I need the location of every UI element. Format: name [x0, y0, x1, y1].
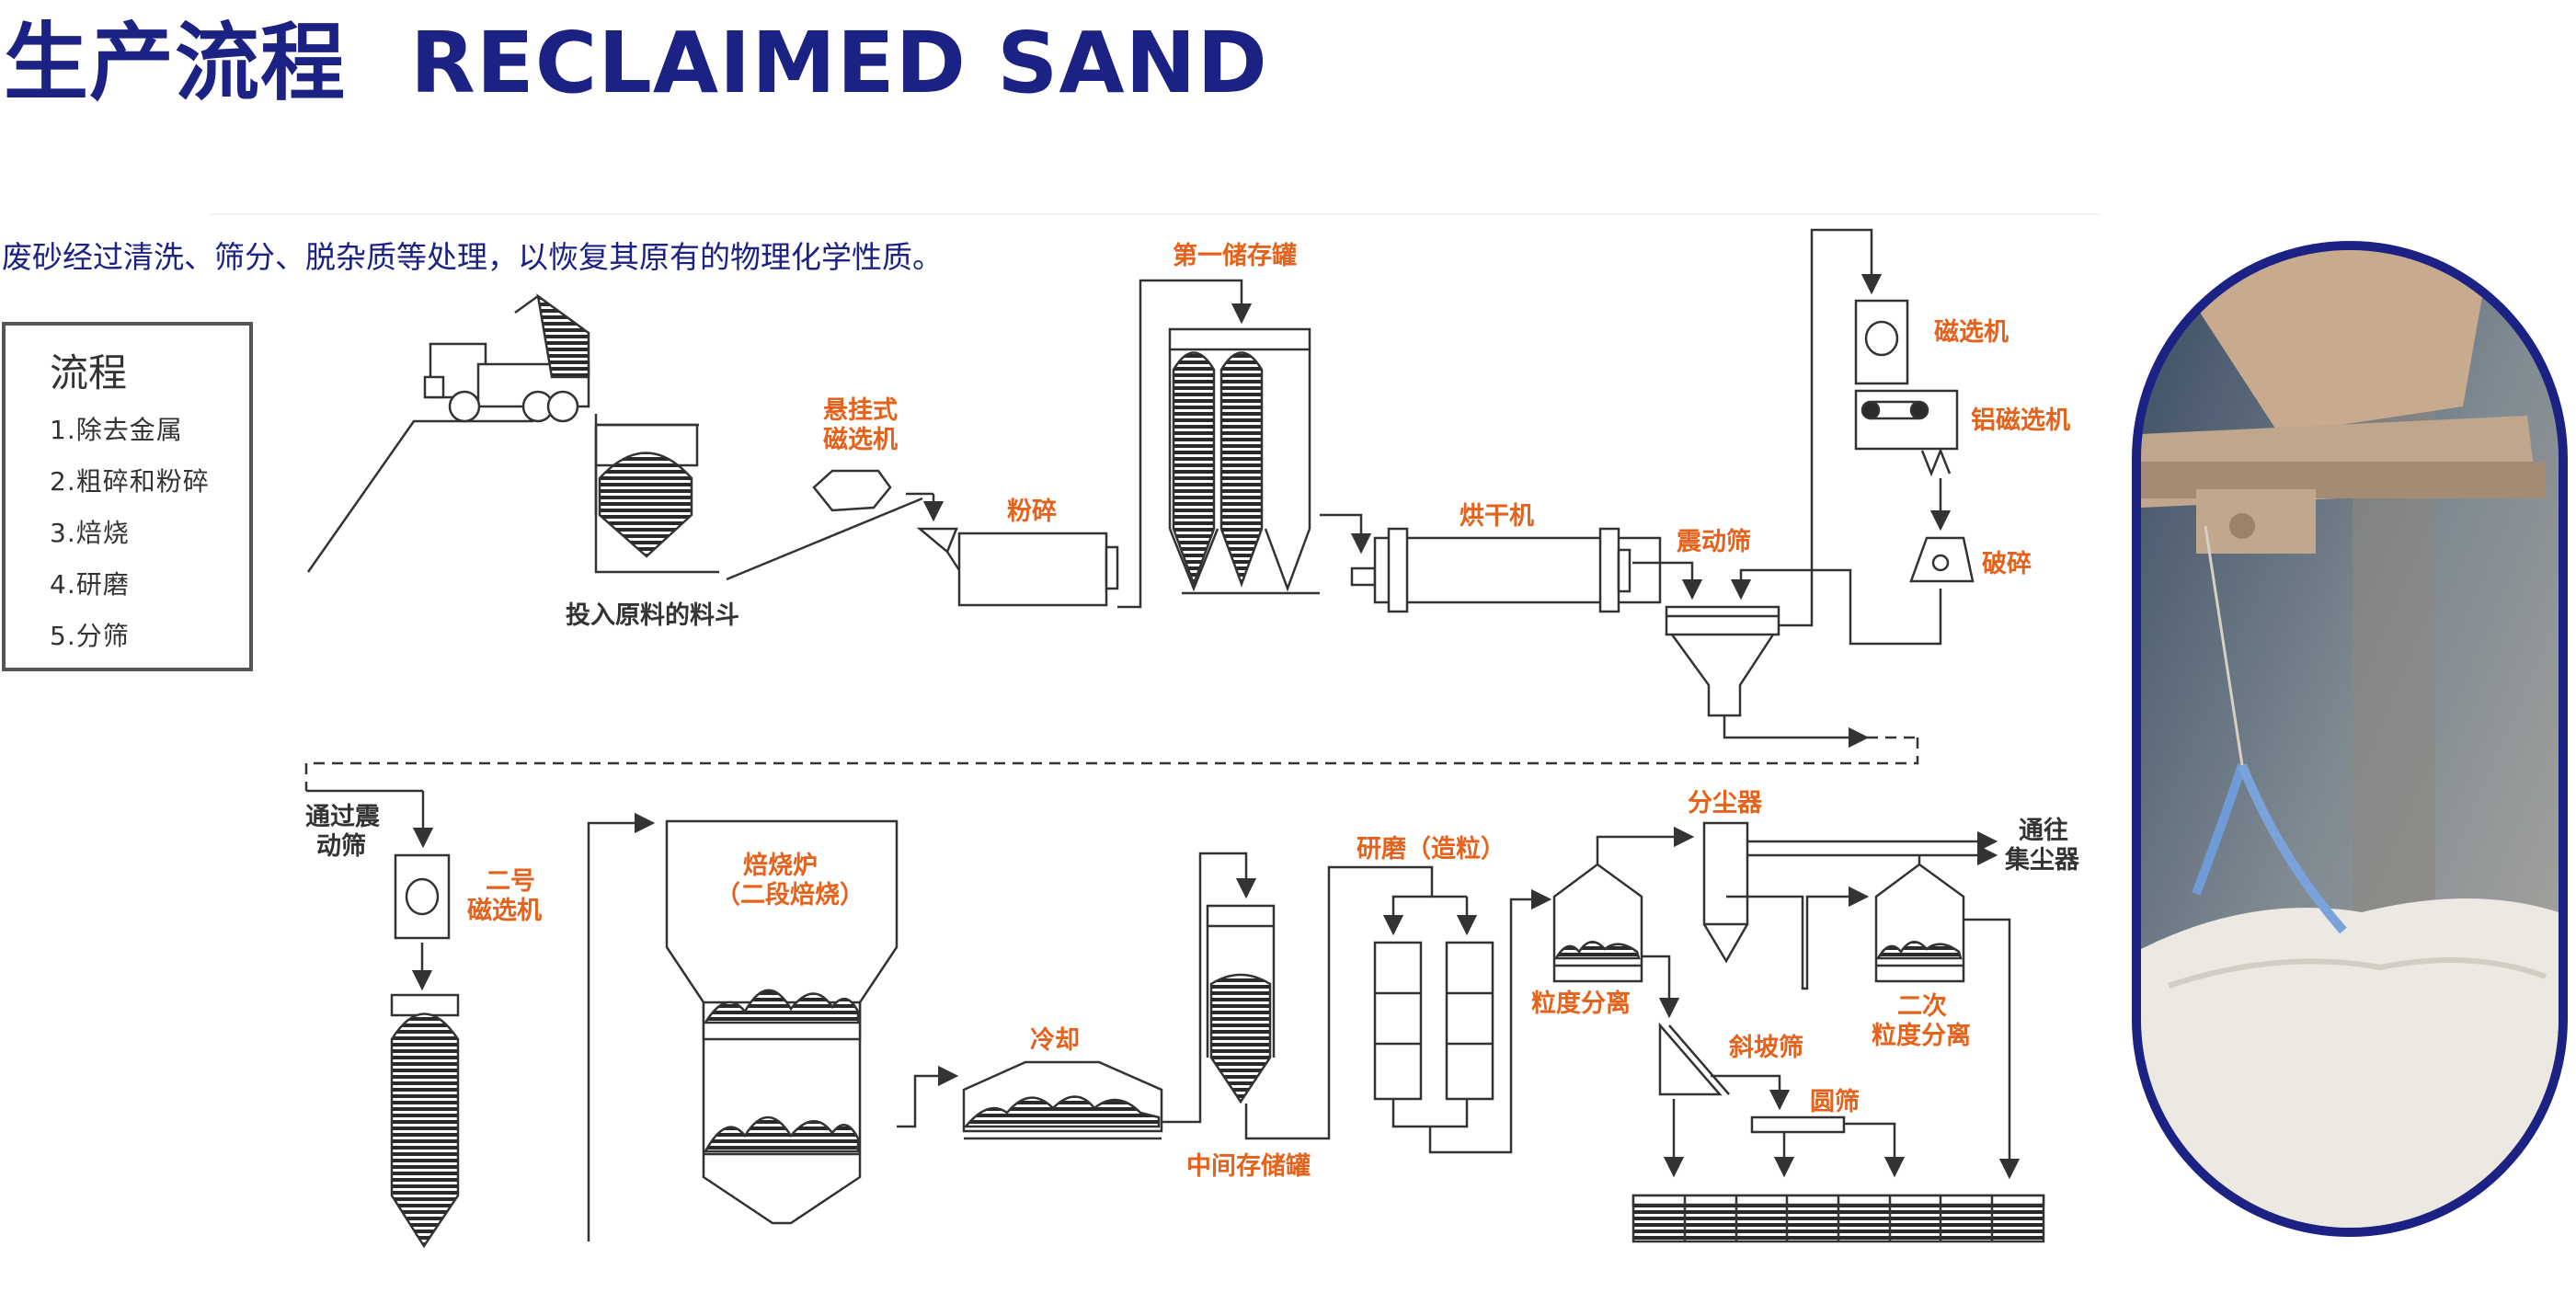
label-breaker: 破碎	[1982, 550, 2032, 578]
magnet-2-icon	[394, 853, 451, 940]
mid-storage-tank-icon	[1206, 904, 1276, 1104]
round-screen-icon	[1750, 1115, 1846, 1134]
conveyor-slope	[726, 497, 923, 581]
label-dust-separator: 分尘器	[1688, 789, 1763, 818]
crusher-icon	[916, 527, 1119, 607]
slope-screen-icon	[1658, 1022, 1723, 1096]
process-step-3: 3.焙烧	[50, 518, 130, 548]
label-aluminum-magnet: 铝磁选机	[1971, 406, 2070, 435]
label-tank1: 第一储存罐	[1173, 241, 1297, 270]
label-grain-separator-2-1: 二次	[1897, 992, 1947, 1021]
hanging-magnet-icon	[812, 469, 892, 512]
storage-tank-1-icon	[1168, 327, 1320, 595]
factory-photo	[2132, 241, 2568, 1237]
label-magnet2-2: 磁选机	[467, 897, 542, 925]
dryer-icon	[1350, 527, 1662, 613]
process-title: 流程	[50, 350, 128, 395]
label-via-screen-2: 动筛	[316, 831, 366, 861]
feed-hopper-icon	[594, 414, 719, 574]
product-bins-icon	[1631, 1194, 2045, 1243]
label-to-collector-1: 通往	[2019, 816, 2068, 845]
aluminum-magnet-icon	[1854, 389, 1959, 477]
intro-text: 废砂经过清洗、筛分、脱杂质等处理，以恢复其原有的物理化学性质。	[2, 239, 943, 275]
title-en: RECLAIMED SAND	[410, 14, 1268, 112]
magnet-icon	[1854, 299, 1909, 385]
label-round-screen: 圆筛	[1810, 1087, 1860, 1116]
label-hanging-magnet-2: 磁选机	[823, 426, 898, 454]
page-title: 生产流程 RECLAIMED SAND	[4, 0, 1268, 117]
process-step-2: 2.粗碎和粉碎	[50, 466, 210, 497]
label-crusher: 粉碎	[1007, 498, 1057, 526]
grain-separator-icon	[1552, 863, 1643, 983]
label-to-collector-2: 集尘器	[2004, 845, 2080, 875]
vibrating-screen-icon	[1665, 605, 1780, 717]
grinder-icon	[1373, 941, 1494, 1101]
label-grain-separator-2-2: 粒度分离	[1872, 1021, 1971, 1050]
label-vibrating-screen: 震动筛	[1677, 527, 1751, 556]
furnace-icon	[665, 819, 899, 1225]
tall-tank-icon	[390, 993, 460, 1249]
label-grinding: 研磨（造粒）	[1357, 835, 1506, 864]
title-zh: 生产流程	[4, 14, 347, 112]
label-cooling: 冷却	[1030, 1026, 1080, 1055]
label-slope-screen: 斜坡筛	[1728, 1033, 1803, 1062]
breaker-icon	[1909, 536, 1975, 583]
process-step-1: 1.除去金属	[50, 415, 183, 445]
dust-separator-icon	[1702, 821, 1749, 964]
label-grain-separator: 粒度分离	[1531, 989, 1631, 1018]
label-hanging-magnet-1: 悬挂式	[823, 396, 898, 425]
label-via-screen-1: 通过震	[305, 803, 381, 831]
label-hopper: 投入原料的料斗	[566, 601, 739, 630]
divider	[210, 213, 2100, 215]
label-magnet2-1: 二号	[486, 867, 535, 896]
process-step-4: 4.研磨	[50, 569, 130, 600]
label-mid-tank: 中间存储罐	[1186, 1151, 1311, 1181]
process-flow-diagram: 投入原料的料斗 悬挂式 磁选机 粉碎 第一储存罐 烘干机 震动筛 磁选机 铝磁选…	[304, 228, 2080, 1249]
dump-truck-icon	[306, 293, 590, 573]
label-furnace-1: 焙烧炉	[743, 851, 818, 880]
label-magnet: 磁选机	[1934, 318, 2009, 347]
grain-separator-2-icon	[1874, 863, 1965, 983]
process-step-5: 5.分筛	[50, 621, 130, 651]
label-dryer: 烘干机	[1460, 502, 1534, 531]
process-legend-box: 流程 1.除去金属 2.粗碎和粉碎 3.焙烧 4.研磨 5.分筛	[2, 322, 253, 671]
cooler-icon	[962, 1060, 1163, 1140]
label-furnace-2: （二段焙烧）	[716, 880, 864, 909]
